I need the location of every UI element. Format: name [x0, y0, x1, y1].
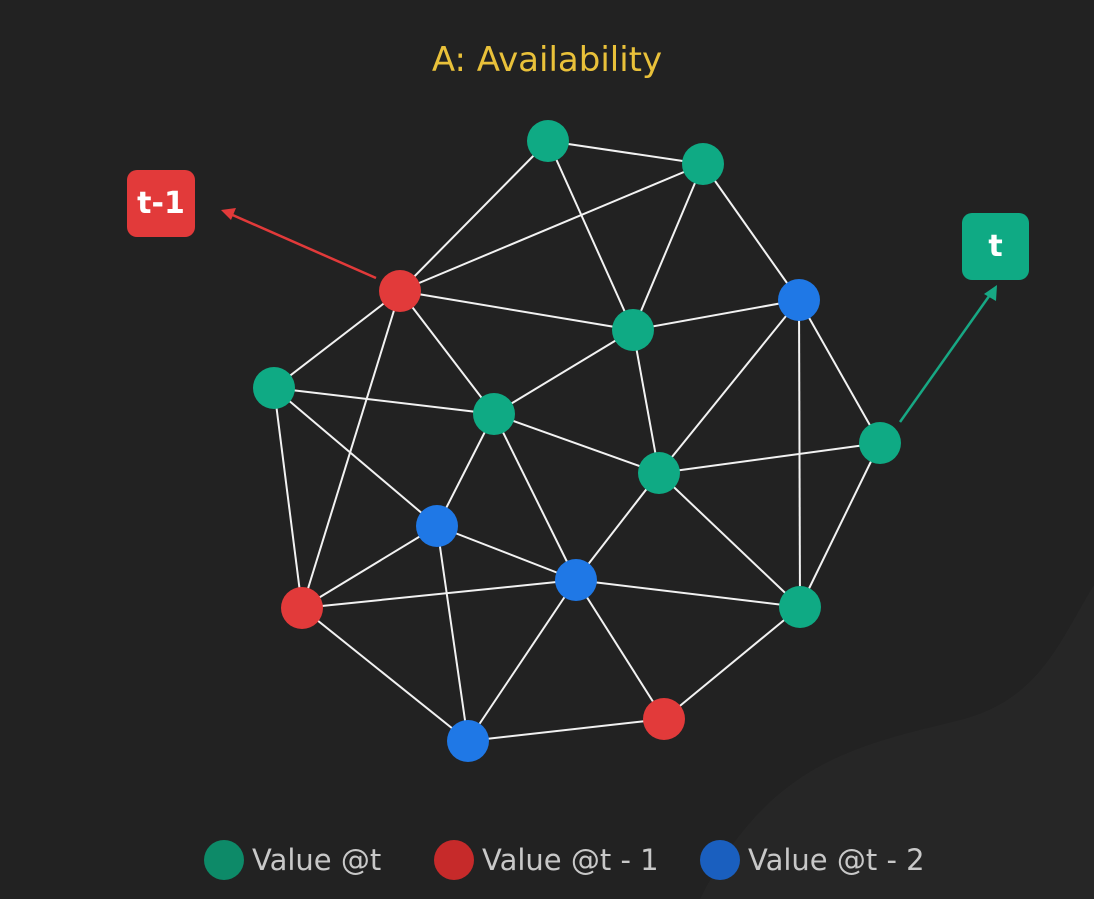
edge-n10-n15 — [436, 525, 469, 742]
edge-n12-n14 — [575, 579, 665, 720]
arrowhead-t — [984, 285, 997, 301]
edge-n6-n10 — [273, 387, 438, 527]
node-n15 — [447, 720, 489, 762]
edge-n11-n12 — [301, 579, 577, 609]
edge-n10-n12 — [436, 525, 577, 581]
node-n4 — [612, 309, 654, 351]
arrow-to-t — [898, 291, 994, 423]
tag-t-label: t — [988, 229, 1003, 264]
edge-n14-n15 — [467, 718, 665, 742]
edge-n1-n2 — [547, 140, 704, 165]
edge-n3-n4 — [399, 290, 634, 331]
node-n10 — [416, 505, 458, 547]
background-swoosh — [700, 585, 1094, 899]
arrow-to-t-minus-1 — [227, 211, 377, 280]
edge-n6-n11 — [273, 387, 303, 609]
edge-n1-n4 — [547, 140, 634, 331]
legend-label-value-t-minus-2: Value @t - 2 — [748, 843, 925, 877]
edge-n10-n11 — [301, 525, 438, 609]
edge-n4-n7 — [493, 329, 634, 415]
edge-n12-n13 — [575, 579, 801, 608]
diagram-title: A: Availability — [431, 40, 663, 80]
legend-label-value-t: Value @t — [252, 843, 382, 877]
node-n8 — [638, 452, 680, 494]
edge-n3-n7 — [399, 290, 495, 415]
edge-n11-n15 — [301, 607, 469, 742]
node-n9 — [859, 422, 901, 464]
edge-n9-n13 — [799, 442, 881, 608]
legend-label-value-t-minus-1: Value @t - 1 — [482, 843, 659, 877]
edge-n3-n6 — [273, 290, 401, 389]
node-n5 — [778, 279, 820, 321]
legend-item-value-t: Value @t — [204, 838, 381, 882]
arrowhead-t-minus-1 — [221, 208, 236, 220]
edge-n6-n7 — [273, 387, 495, 415]
edge-n5-n9 — [798, 299, 881, 444]
edge-n13-n14 — [663, 606, 801, 720]
edge-n7-n12 — [493, 413, 577, 581]
edge-n1-n3 — [399, 140, 549, 292]
node-n6 — [253, 367, 295, 409]
node-n1 — [527, 120, 569, 162]
legend-item-value-t-minus-2: Value @t - 2 — [700, 838, 925, 882]
node-n11 — [281, 587, 323, 629]
legend-swatch-value-t — [204, 840, 244, 880]
legend-swatch-value-t-minus-2 — [700, 840, 740, 880]
tag-t-minus-1: t-1 — [127, 170, 195, 237]
tag-t-minus-1-label: t-1 — [137, 186, 185, 221]
node-n14 — [643, 698, 685, 740]
edge-n2-n3 — [399, 163, 704, 292]
edge-n8-n12 — [575, 472, 660, 581]
edge-n2-n5 — [702, 163, 800, 301]
node-n13 — [779, 586, 821, 628]
legend-swatch-value-t-minus-1 — [434, 840, 474, 880]
edge-n7-n8 — [493, 413, 660, 474]
node-n12 — [555, 559, 597, 601]
edge-n3-n11 — [301, 290, 401, 609]
node-n2 — [682, 143, 724, 185]
edge-n8-n9 — [658, 442, 881, 474]
node-n7 — [473, 393, 515, 435]
node-n3 — [379, 270, 421, 312]
legend: Value @t Value @t - 1 Value @t - 2 — [0, 838, 1094, 882]
edge-n2-n4 — [632, 163, 704, 331]
edge-n5-n8 — [658, 299, 800, 474]
edge-n12-n15 — [467, 579, 577, 742]
tag-t: t — [962, 213, 1029, 280]
legend-item-value-t-minus-1: Value @t - 1 — [434, 838, 659, 882]
edge-n4-n5 — [632, 299, 800, 331]
edge-n8-n13 — [658, 472, 801, 608]
edge-n4-n8 — [632, 329, 660, 474]
